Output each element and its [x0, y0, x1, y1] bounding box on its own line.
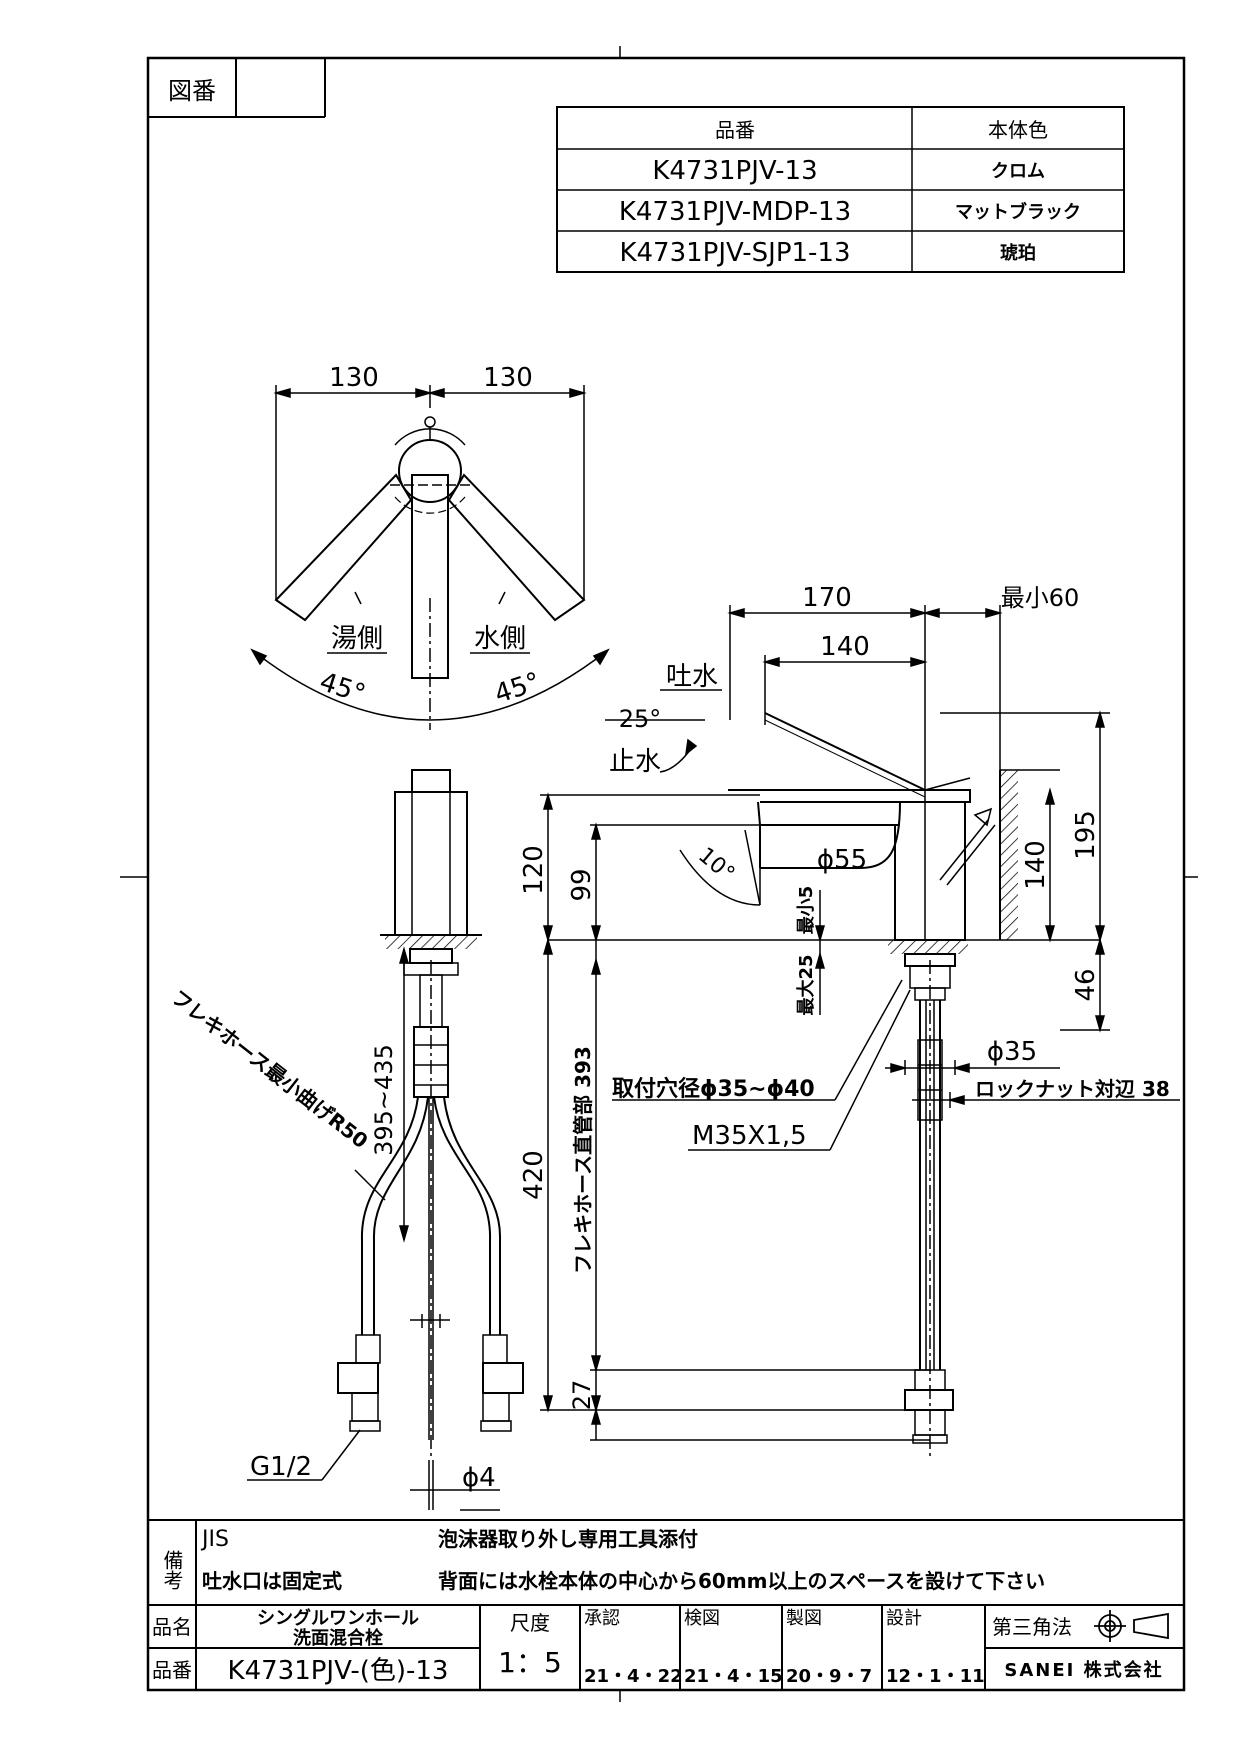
top-view	[250, 385, 610, 730]
remarks-fixed-spout: 吐水口は固定式	[202, 1569, 342, 1593]
scale-value: 1：5	[498, 1646, 562, 1679]
hot-side-label: 湯側	[331, 624, 383, 654]
designed-label: 設計	[886, 1608, 922, 1629]
g12-label: G1/2	[250, 1452, 312, 1482]
dim-195: 195	[1071, 810, 1101, 860]
drawing-number-box: 図番	[148, 58, 326, 118]
designed-date: 12・1・11	[886, 1666, 985, 1687]
remarks-jis: JIS	[200, 1527, 229, 1552]
col-part-no-header: 品番	[715, 118, 755, 142]
cold-side-label: 水側	[474, 624, 526, 654]
dia-35: ϕ35	[987, 1037, 1037, 1067]
dim-170: 170	[802, 583, 852, 613]
remarks-label: 備考	[160, 1550, 184, 1590]
dim-27: 27	[568, 1380, 596, 1411]
center-marks	[120, 46, 1198, 1702]
checked-label: 検図	[684, 1608, 720, 1629]
col-color-header: 本体色	[988, 118, 1048, 142]
lock-nut-label: ロックナット対辺 38	[975, 1077, 1170, 1101]
front-dim-395-435: 395~435	[370, 1044, 398, 1156]
dim-min60: 最小60	[1001, 584, 1080, 612]
company-name: SANEI 株式会社	[1004, 1659, 1163, 1681]
color-3: 琥珀	[1000, 242, 1036, 264]
spout-off-label: 止水	[609, 747, 661, 777]
thickness-max: 最大25	[795, 954, 817, 1015]
approved-label: 承認	[584, 1608, 620, 1629]
angle-left-label: 45°	[316, 667, 369, 710]
drawn-date: 20・9・7	[786, 1666, 872, 1687]
mount-hole-label: 取付穴径ϕ35~ϕ40	[612, 1076, 815, 1102]
dim-46: 46	[1071, 968, 1101, 1001]
part-no-2: K4731PJV-MDP-13	[619, 197, 851, 227]
spout-angle-label: 25°	[619, 705, 662, 733]
name-line2: 洗面混合栓	[293, 1627, 383, 1649]
color-2: マットブラック	[955, 201, 1081, 223]
scale-label: 尺度	[510, 1611, 550, 1635]
thickness-min: 最小5	[796, 886, 817, 935]
part-no-1: K4731PJV-13	[652, 156, 817, 186]
dia-4-label: ϕ4	[462, 1463, 496, 1493]
thread-label: M35X1,5	[692, 1121, 807, 1151]
top-dim-right: 130	[483, 363, 533, 393]
side-view	[540, 605, 1180, 1460]
top-dim-left: 130	[329, 363, 379, 393]
name-label: 品名	[152, 1615, 192, 1639]
dim-140-top: 140	[820, 632, 870, 662]
number-label: 品番	[152, 1658, 192, 1682]
spout-on-label: 吐水	[666, 662, 718, 692]
angle-10: 10°	[693, 843, 739, 887]
dim-420: 420	[519, 1150, 549, 1200]
hose-straight-label: フレキホース直管部 393	[571, 1046, 595, 1274]
angle-right-label: 45°	[491, 667, 544, 710]
number-value: K4731PJV-(色)-13	[228, 1656, 449, 1686]
part-no-3: K4731PJV-SJP1-13	[619, 238, 850, 268]
projection-symbol-icon	[1094, 1610, 1169, 1642]
projection-label: 第三角法	[992, 1615, 1072, 1639]
sheet-frame	[146, 56, 1186, 1692]
remarks-space: 背面には水栓本体の中心から60mm以上のスペースを設けて下さい	[438, 1569, 1045, 1593]
dim-99: 99	[567, 868, 597, 901]
checked-date: 21・4・15	[684, 1666, 783, 1687]
approved-date: 21・4・22	[584, 1666, 683, 1687]
color-1: クロム	[991, 161, 1045, 182]
drawn-label: 製図	[786, 1608, 822, 1629]
drawing-number-label: 図番	[168, 77, 216, 105]
remarks-tool: 泡沫器取り外し専用工具添付	[438, 1527, 698, 1551]
front-view	[247, 769, 524, 1511]
hose-bend-label: フレキホース最小曲げR50	[167, 985, 373, 1153]
name-line1: シングルワンホール	[257, 1607, 419, 1629]
dim-140-right: 140	[1021, 840, 1051, 890]
dim-120: 120	[519, 845, 549, 895]
title-block	[148, 1604, 1184, 1690]
product-table: 品番 本体色 K4731PJV-13 クロム K4731PJV-MDP-13 マ…	[556, 106, 1125, 273]
dia-55: ϕ55	[817, 845, 867, 875]
